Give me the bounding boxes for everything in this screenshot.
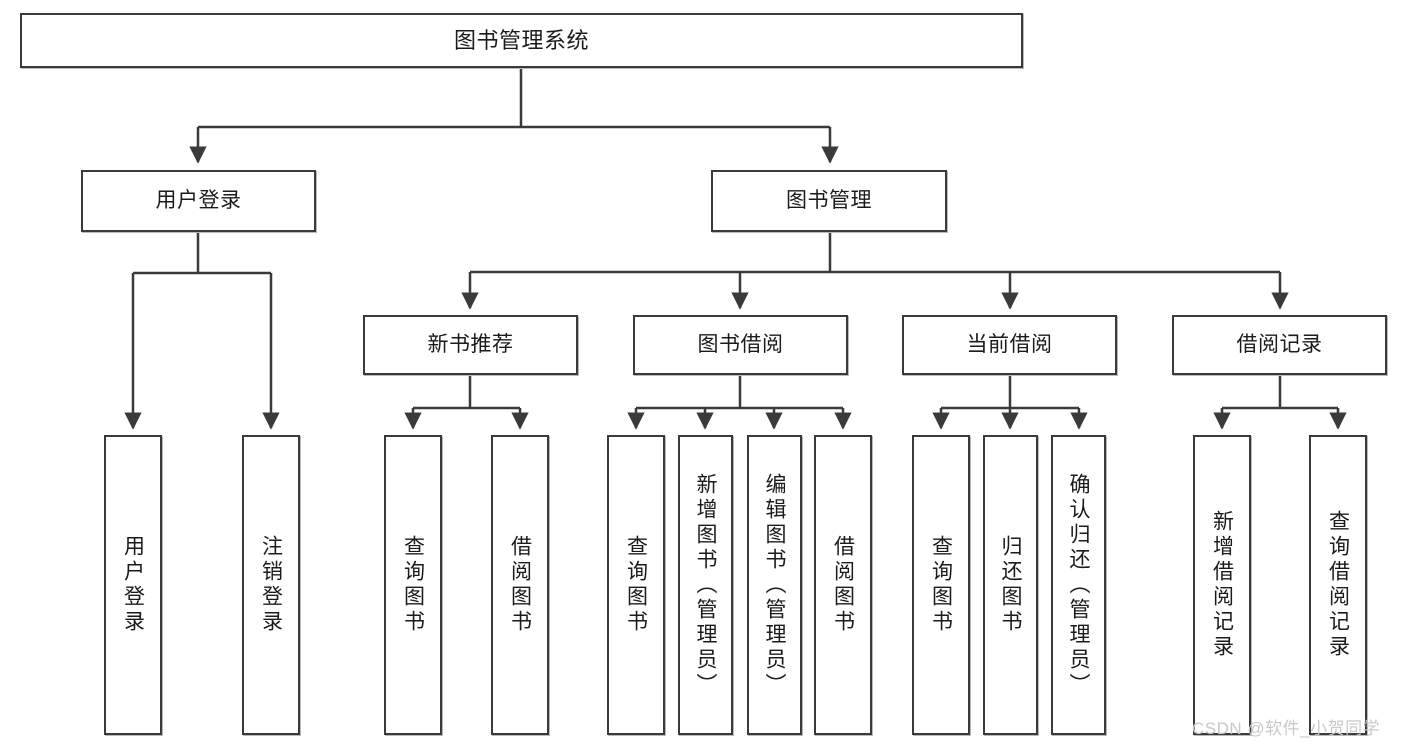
leaf-currentborrow-confirm-return-admin[interactable]: 确认归还（管理员） [1051,435,1106,735]
leaf-text-wrap: 查询图书 [609,437,663,733]
leaf-borrowrecord-query-record[interactable]: 查询借阅记录 [1309,435,1367,735]
node-user-login[interactable]: 用户登录 [81,170,316,232]
leaf-newbook-borrow-book[interactable]: 借阅图书 [491,435,549,735]
leaf-borrowrecord-add-record[interactable]: 新增借阅记录 [1193,435,1251,735]
node-label: 图书借阅 [697,332,784,356]
leaf-bookborrow-edit-book-admin[interactable]: 编辑图书（管理员） [747,435,802,735]
node-label: 查询图书 [929,535,953,635]
node-book-borrow[interactable]: 图书借阅 [633,315,848,375]
leaf-text-wrap: 借阅图书 [493,437,547,733]
leaf-newbook-query-book[interactable]: 查询图书 [384,435,442,735]
leaf-text-wrap: 新增图书（管理员） [680,437,731,733]
leaf-text-wrap: 查询图书 [914,437,968,733]
node-label: 查询图书 [401,535,425,635]
node-borrow-record[interactable]: 借阅记录 [1172,315,1387,375]
leaf-bookborrow-borrow-book[interactable]: 借阅图书 [814,435,872,735]
node-label: 确认归还（管理员） [1067,472,1090,698]
leaf-user-login-signout[interactable]: 注销登录 [242,435,300,735]
leaf-text-wrap: 借阅图书 [816,437,870,733]
leaf-text-wrap: 用户登录 [106,437,160,733]
leaf-text-wrap: 确认归还（管理员） [1053,437,1104,733]
node-label: 借阅图书 [508,535,532,635]
leaf-text-wrap: 新增借阅记录 [1195,437,1249,733]
leaf-currentborrow-query-book[interactable]: 查询图书 [912,435,970,735]
leaf-text-wrap: 注销登录 [244,437,298,733]
leaf-text-wrap: 归还图书 [985,437,1036,733]
node-label: 用户登录 [155,188,242,212]
node-label: 编辑图书（管理员） [763,472,786,698]
node-new-book-recommend[interactable]: 新书推荐 [363,315,578,375]
node-label: 新增图书（管理员） [694,472,717,698]
leaf-currentborrow-return-book[interactable]: 归还图书 [983,435,1038,735]
node-label: 新增借阅记录 [1210,510,1234,660]
node-label: 注销登录 [259,535,283,635]
node-label: 查询图书 [624,535,648,635]
leaf-bookborrow-add-book-admin[interactable]: 新增图书（管理员） [678,435,733,735]
leaf-text-wrap: 查询图书 [386,437,440,733]
leaf-text-wrap: 查询借阅记录 [1311,437,1365,733]
node-label: 图书管理系统 [453,27,589,53]
node-label: 图书管理 [786,188,872,212]
node-label: 归还图书 [999,535,1022,635]
node-label: 当前借阅 [966,332,1053,356]
leaf-bookborrow-query-book[interactable]: 查询图书 [607,435,665,735]
node-label: 新书推荐 [427,332,514,356]
node-label: 用户登录 [121,535,145,635]
node-label: 借阅记录 [1236,332,1323,356]
node-label: 借阅图书 [831,535,855,635]
node-root-book-management-system[interactable]: 图书管理系统 [20,13,1023,68]
node-book-management[interactable]: 图书管理 [711,170,947,232]
leaf-user-login-signin[interactable]: 用户登录 [104,435,162,735]
node-current-borrow[interactable]: 当前借阅 [902,315,1117,375]
node-label: 查询借阅记录 [1326,510,1350,660]
leaf-text-wrap: 编辑图书（管理员） [749,437,800,733]
